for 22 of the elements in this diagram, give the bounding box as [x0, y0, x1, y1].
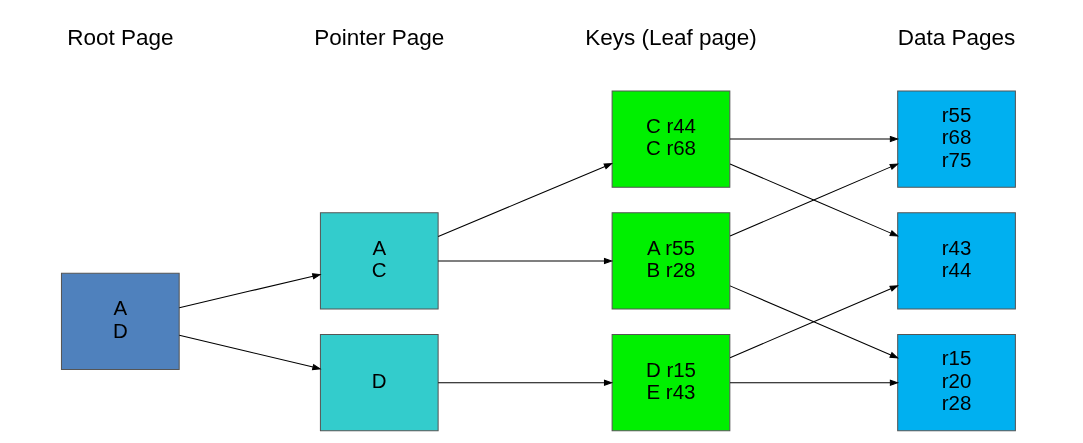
node-box: r43 r44 — [897, 212, 1016, 310]
node-box: A r55 B r28 — [611, 212, 731, 310]
label: Keys (Leaf page) — [585, 24, 757, 50]
arrow — [437, 257, 614, 265]
node-box: D — [319, 334, 439, 432]
arrow — [178, 334, 322, 371]
node-box: C r44 C r68 — [611, 90, 731, 188]
node-box: A D — [60, 272, 180, 370]
arrow — [729, 163, 899, 237]
node-box: r55 r68 r75 — [897, 90, 1016, 188]
label: Pointer Page — [314, 24, 445, 50]
label: Root Page — [67, 24, 174, 50]
node-box: A C — [319, 212, 439, 310]
node-box: D r15 E r43 — [611, 334, 731, 432]
arrow — [178, 273, 322, 309]
arrow — [437, 163, 614, 238]
arrow — [437, 379, 614, 386]
node-box: r15 r20 r28 — [897, 334, 1016, 432]
arrow — [729, 285, 899, 359]
arrow — [729, 135, 900, 143]
arrow — [729, 379, 900, 386]
label: Data Pages — [897, 24, 1016, 50]
